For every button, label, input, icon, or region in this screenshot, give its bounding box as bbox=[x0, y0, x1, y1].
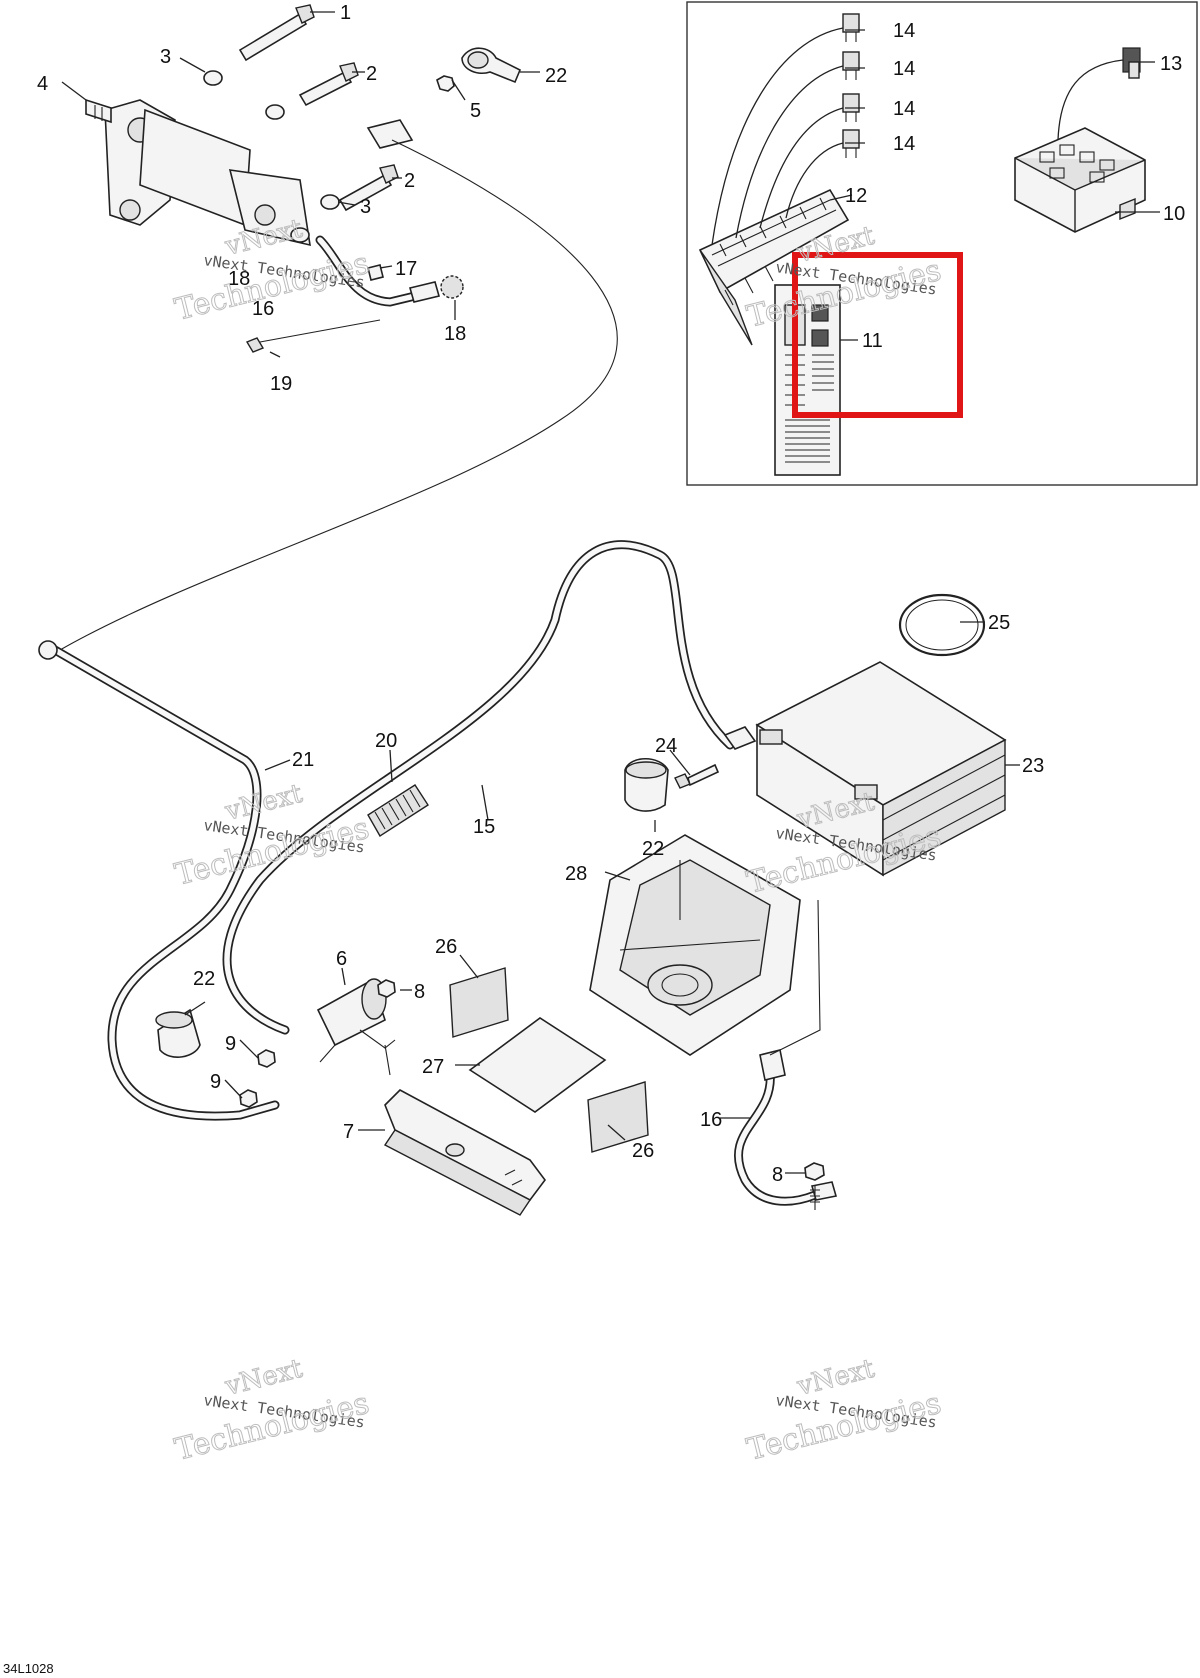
callout-label: 17 bbox=[395, 258, 417, 280]
bolt[interactable] bbox=[298, 62, 359, 107]
star-washer[interactable] bbox=[440, 275, 464, 299]
callout-label: 26 bbox=[435, 936, 457, 958]
terminal-plate[interactable] bbox=[366, 119, 414, 149]
callout-label: 4 bbox=[37, 73, 48, 95]
callout-label: 2 bbox=[404, 170, 415, 192]
callout-label: 6 bbox=[336, 948, 347, 970]
bolt[interactable] bbox=[804, 1162, 825, 1210]
fuse[interactable] bbox=[842, 129, 860, 158]
screw[interactable] bbox=[367, 264, 384, 281]
fuse-holder[interactable] bbox=[1014, 59, 1146, 233]
foam-pad[interactable] bbox=[449, 967, 509, 1038]
callout-label: 12 bbox=[845, 185, 867, 207]
battery[interactable] bbox=[755, 661, 1007, 877]
terminal-boot[interactable] bbox=[461, 47, 522, 84]
starter-ground-cable[interactable] bbox=[315, 235, 440, 307]
inset-frame bbox=[686, 1, 1198, 486]
fuse[interactable] bbox=[842, 51, 860, 80]
watermark-line: Technologies bbox=[171, 1386, 372, 1468]
callout-label: 18 bbox=[444, 323, 466, 345]
rubber-pad[interactable] bbox=[468, 1017, 607, 1113]
washer[interactable] bbox=[203, 70, 223, 86]
screw[interactable] bbox=[245, 319, 381, 353]
fuse-box-cover[interactable] bbox=[698, 188, 850, 346]
watermark-line: Technologies bbox=[743, 253, 944, 335]
callout-label: 21 bbox=[292, 749, 314, 771]
callout-label: 8 bbox=[414, 981, 425, 1003]
callout-label: 22 bbox=[193, 968, 215, 990]
positive-cable[interactable] bbox=[222, 540, 757, 1035]
washer[interactable] bbox=[320, 194, 340, 210]
ground-path-line bbox=[769, 899, 821, 1056]
fuse-leaders bbox=[711, 27, 844, 246]
o-ring[interactable] bbox=[290, 227, 310, 243]
watermark: vNext vNext Technologies Technologies bbox=[171, 778, 373, 893]
callout-label: 1 bbox=[340, 2, 351, 24]
callout-label: 19 bbox=[270, 373, 292, 395]
cable-sleeve[interactable] bbox=[367, 784, 429, 837]
callout-label: 14 bbox=[893, 20, 915, 42]
nut[interactable] bbox=[436, 75, 455, 92]
callout-label: 9 bbox=[225, 1033, 236, 1055]
terminal-boot[interactable] bbox=[624, 757, 669, 812]
callout-label: 11 bbox=[862, 330, 883, 352]
callout-label: 9 bbox=[210, 1071, 221, 1093]
callout-label: 26 bbox=[632, 1140, 654, 1162]
bolt[interactable] bbox=[674, 763, 720, 789]
watermark: vNext vNext Technologies Technologies bbox=[171, 1353, 373, 1468]
callout-label: 27 bbox=[422, 1056, 444, 1078]
callout-label: 24 bbox=[655, 735, 677, 757]
battery-tray[interactable] bbox=[589, 834, 801, 1056]
callout-labels: 1 2 2 3 3 4 5 22 17 18 16 18 19 14 14 14… bbox=[37, 2, 1185, 1186]
callout-label: 3 bbox=[160, 46, 171, 68]
callout-label: 18 bbox=[228, 268, 250, 290]
callout-label: 28 bbox=[565, 863, 587, 885]
callout-label: 7 bbox=[343, 1121, 354, 1143]
fuse-group bbox=[842, 13, 860, 158]
callout-label: 13 bbox=[1160, 53, 1182, 75]
watermark-line: Technologies bbox=[743, 1386, 944, 1468]
callout-label: 2 bbox=[366, 63, 377, 85]
callout-label: 5 bbox=[470, 100, 481, 122]
fuse[interactable] bbox=[842, 13, 860, 42]
foam-pad[interactable] bbox=[587, 1081, 649, 1153]
watermark-line: Technologies bbox=[171, 811, 372, 893]
callout-label: 10 bbox=[1163, 203, 1185, 225]
callout-label: 20 bbox=[375, 730, 397, 752]
solenoid-cover[interactable] bbox=[383, 1089, 546, 1216]
callout-label: 15 bbox=[473, 816, 495, 838]
nut[interactable] bbox=[239, 1089, 258, 1108]
relay[interactable] bbox=[1122, 47, 1141, 79]
leaders-top bbox=[61, 11, 1160, 358]
callout-label: 22 bbox=[642, 838, 664, 860]
callout-label: 8 bbox=[772, 1164, 783, 1186]
callout-label: 14 bbox=[893, 98, 915, 120]
highlight-box bbox=[792, 252, 963, 418]
callout-label: 16 bbox=[700, 1109, 722, 1131]
leaders-bottom bbox=[184, 621, 1020, 1174]
bolt[interactable] bbox=[238, 4, 315, 62]
callout-label: 22 bbox=[545, 65, 567, 87]
callout-label: 16 bbox=[252, 298, 274, 320]
connection-line bbox=[59, 139, 618, 651]
callout-label: 25 bbox=[988, 612, 1010, 634]
terminal-boot[interactable] bbox=[155, 1008, 201, 1058]
drawing-code: 34L1028 bbox=[3, 1661, 54, 1676]
starter-motor[interactable] bbox=[85, 98, 311, 247]
battery-ground-cable[interactable] bbox=[734, 1049, 838, 1206]
battery-ring[interactable] bbox=[898, 593, 986, 657]
callout-label: 3 bbox=[360, 196, 371, 218]
callout-label: 14 bbox=[893, 133, 915, 155]
bolt[interactable] bbox=[338, 164, 399, 212]
nut[interactable] bbox=[257, 1049, 276, 1068]
ground-cable[interactable] bbox=[38, 640, 280, 1121]
callout-label: 23 bbox=[1022, 755, 1044, 777]
watermark: vNext vNext Technologies Technologies bbox=[743, 1353, 945, 1468]
callout-label: 14 bbox=[893, 58, 915, 80]
washer[interactable] bbox=[265, 104, 285, 120]
nut[interactable] bbox=[377, 979, 396, 998]
